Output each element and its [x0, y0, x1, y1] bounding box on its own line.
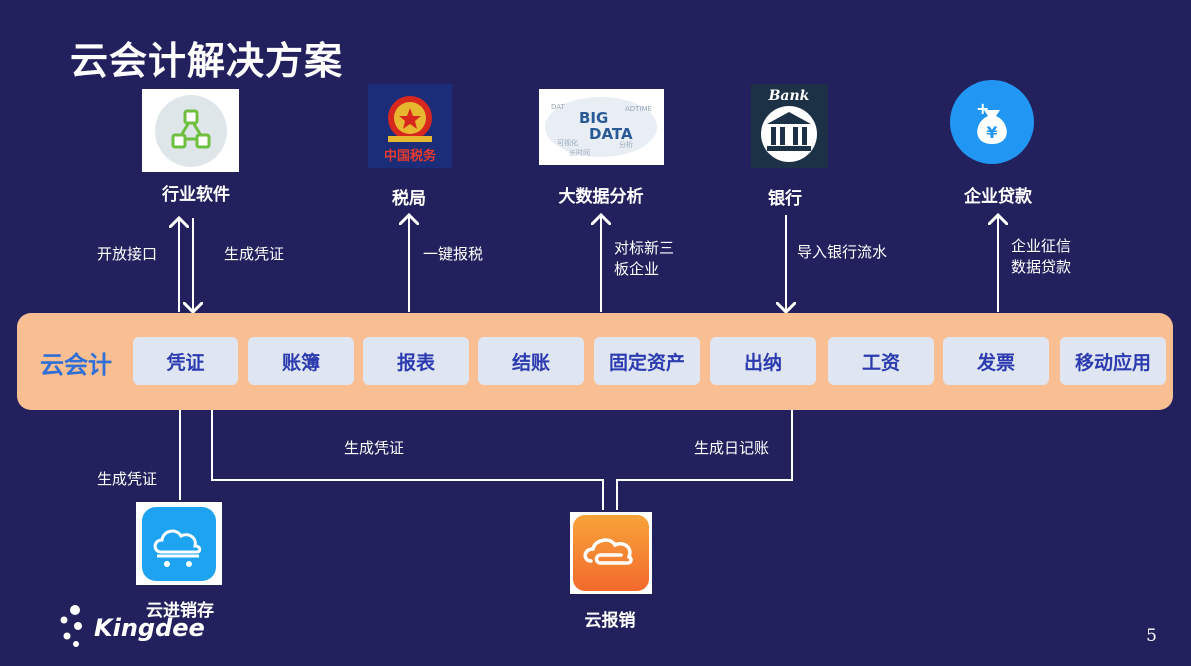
- page-title: 云会计解决方案: [70, 39, 344, 83]
- bank-building-icon: Bank: [751, 84, 828, 168]
- module-cashier[interactable]: 出纳: [710, 337, 816, 385]
- edge-label-import-bank-statement: 导入银行流水: [797, 243, 888, 261]
- node-label-tax-bureau: 税局: [392, 189, 426, 209]
- yuan-symbol: ¥: [986, 123, 997, 142]
- svg-text:长时间: 长时间: [569, 148, 590, 157]
- edge-label-one-click-tax: 一键报税: [423, 245, 484, 263]
- node-label-enterprise-loan: 企业贷款: [964, 187, 1032, 207]
- edge-label-generate-journal: 生成日记账: [694, 439, 770, 457]
- edge-label-credit-loan: 企业征信数据贷款: [1011, 237, 1072, 276]
- module-closing[interactable]: 结账: [478, 337, 584, 385]
- module-payroll[interactable]: 工资: [828, 337, 934, 385]
- module-ledger[interactable]: 账簿: [248, 337, 354, 385]
- module-invoice[interactable]: 发票: [943, 337, 1049, 385]
- svg-text:ADTIME: ADTIME: [625, 105, 652, 113]
- kingdee-logo-text: Kingdee: [94, 614, 205, 642]
- emblem-caption: 中国税务: [384, 148, 437, 164]
- edge-label-open-api: 开放接口: [97, 245, 158, 263]
- cloud-cart-icon: [136, 502, 222, 585]
- svg-text:分析: 分析: [619, 140, 633, 149]
- edge-label-generate-voucher-inventory: 生成凭证: [97, 470, 158, 488]
- edge-label-generate-voucher-expense: 生成凭证: [344, 439, 405, 457]
- node-label-bank: 银行: [768, 189, 802, 209]
- node-label-cloud-inventory: 云进销存: [146, 601, 214, 621]
- svg-text:+: +: [976, 99, 989, 118]
- module-voucher[interactable]: 凭证: [133, 337, 238, 385]
- cloud-clip-icon: [570, 512, 652, 594]
- module-mobile-app[interactable]: 移动应用: [1060, 337, 1166, 385]
- edge-label-generate-voucher: 生成凭证: [224, 245, 285, 263]
- money-bag-yuan-icon: ¥ +: [950, 80, 1034, 164]
- big-text: BIG: [579, 109, 608, 127]
- band-title: 云会计: [40, 351, 112, 379]
- bank-text: Bank: [768, 88, 810, 104]
- edge-label-neeq: 对标新三板企业: [614, 239, 675, 278]
- page-number: 5: [1146, 626, 1157, 646]
- node-label-cloud-expense: 云报销: [584, 611, 636, 631]
- node-label-big-data: 大数据分析: [558, 187, 644, 207]
- node-label-industry-software: 行业软件: [162, 185, 230, 205]
- data-text: DATA: [589, 125, 633, 143]
- module-report[interactable]: 报表: [363, 337, 469, 385]
- big-data-word-cloud-icon: DAT ADTIME 可视化 分析长时间 BIG DATA: [539, 89, 664, 165]
- hierarchy-network-icon: [142, 89, 239, 172]
- kingdee-dots-icon: [58, 604, 88, 650]
- svg-text:可视化: 可视化: [557, 138, 578, 147]
- svg-text:DAT: DAT: [551, 103, 566, 111]
- national-emblem-icon: 中国税务: [368, 84, 452, 168]
- module-fixed-assets[interactable]: 固定资产: [594, 337, 700, 385]
